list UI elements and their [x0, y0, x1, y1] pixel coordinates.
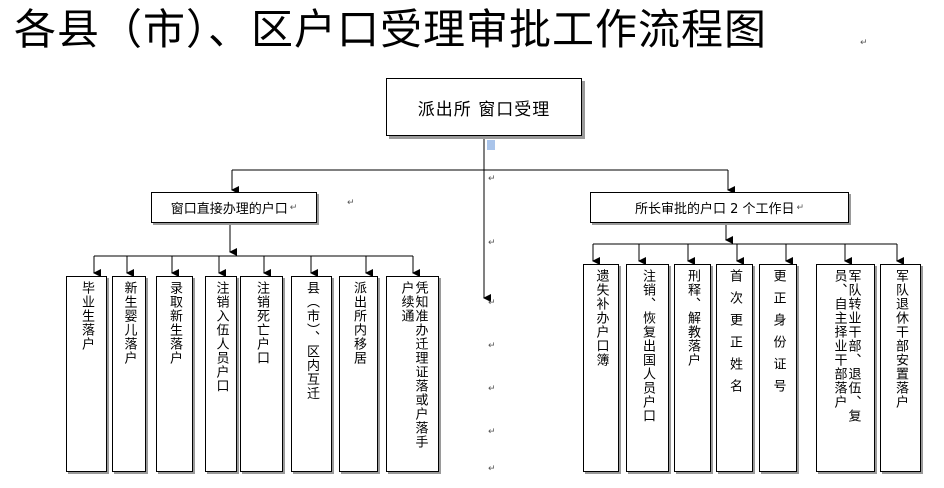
paragraph-mark: ↵ — [796, 202, 805, 213]
leaf-intra-county-move: 县（市）、区内互迁 — [291, 276, 332, 472]
leaf-label: 首次更正姓名 — [727, 269, 742, 401]
leaf-label: 县（市）、区内互迁 — [304, 281, 319, 401]
paragraph-mark: ↵ — [347, 198, 355, 208]
page-title: 各县（市）、区户口受理审批工作流程图 — [14, 5, 768, 54]
leaf-first-name-correction: 首次更正姓名 — [716, 264, 753, 472]
leaf-graduate-settle: 毕业生落户 — [66, 276, 107, 472]
branch-window-direct-label: 窗口直接办理的户口 — [170, 202, 288, 217]
leaf-label: 注销死亡户口 — [254, 281, 269, 365]
paragraph-mark: ↵ — [860, 38, 868, 48]
paragraph-mark: ↵ — [488, 427, 496, 437]
leaf-cancel-deceased: 注销死亡户口 — [240, 276, 283, 472]
paragraph-mark: ↵ — [488, 464, 496, 474]
text-cursor-mark — [487, 140, 495, 150]
branch-window-direct: 窗口直接办理的户口 ↵ — [151, 192, 317, 223]
leaf-newborn-settle: 新生婴儿落户 — [112, 276, 146, 472]
leaf-label: 注销、恢复出国人员户口 — [640, 269, 655, 423]
leaf-label: 新生婴儿落户 — [121, 281, 137, 365]
leaf-label: 毕业生落户 — [79, 281, 94, 351]
paragraph-mark: ↵ — [488, 174, 496, 184]
branch-chief-approval-label: 所长审批的户口 2 个工作日 — [634, 202, 795, 217]
leaf-label: 凭知准办迁理证落或户落手户续通 — [398, 281, 428, 449]
leaf-overseas-cancel-restore: 注销、恢复出国人员户口 — [626, 264, 669, 472]
leaf-cancel-enlistment: 注销入伍人员户口 — [205, 276, 237, 472]
paragraph-mark: ↵ — [488, 384, 496, 394]
leaf-released-settle: 刑释、解教落户 — [674, 264, 711, 472]
paragraph-mark: ↵ — [488, 238, 496, 248]
leaf-id-number-correction: 更正身份证号 — [759, 264, 797, 472]
leaf-military-retiree-settle: 军队退休干部安置落户 — [880, 264, 921, 472]
leaf-label: 遗失补办户口簿 — [593, 269, 609, 367]
leaf-label: 军队转业干部、退伍、复员、自主择业干部落户 — [831, 269, 861, 423]
leaf-intra-station-move: 派出所内移居 — [339, 276, 378, 472]
paragraph-mark: ↵ — [488, 341, 496, 351]
leaf-new-student-settle: 录取新生落户 — [156, 276, 193, 472]
leaf-label: 录取新生落户 — [167, 281, 182, 365]
paragraph-mark: ↵ — [289, 202, 298, 213]
leaf-label: 派出所内移居 — [351, 281, 366, 365]
root-node: 派出所 窗口受理 — [386, 78, 582, 136]
leaf-migration-certificate: 凭知准办迁理证落或户落手户续通 — [386, 276, 439, 472]
leaf-replace-lost-booklet: 遗失补办户口簿 — [583, 264, 619, 472]
leaf-label: 刑释、解教落户 — [685, 269, 700, 367]
leaf-military-transfer-settle: 军队转业干部、退伍、复员、自主择业干部落户 — [816, 264, 875, 472]
root-node-label: 派出所 窗口受理 — [417, 99, 551, 120]
leaf-label: 注销入伍人员户口 — [213, 281, 229, 393]
leaf-label: 军队退休干部安置落户 — [893, 269, 908, 409]
paragraph-mark: ↵ — [488, 298, 496, 308]
leaf-label: 更正身份证号 — [770, 269, 786, 401]
branch-chief-approval: 所长审批的户口 2 个工作日 ↵ — [590, 192, 849, 223]
